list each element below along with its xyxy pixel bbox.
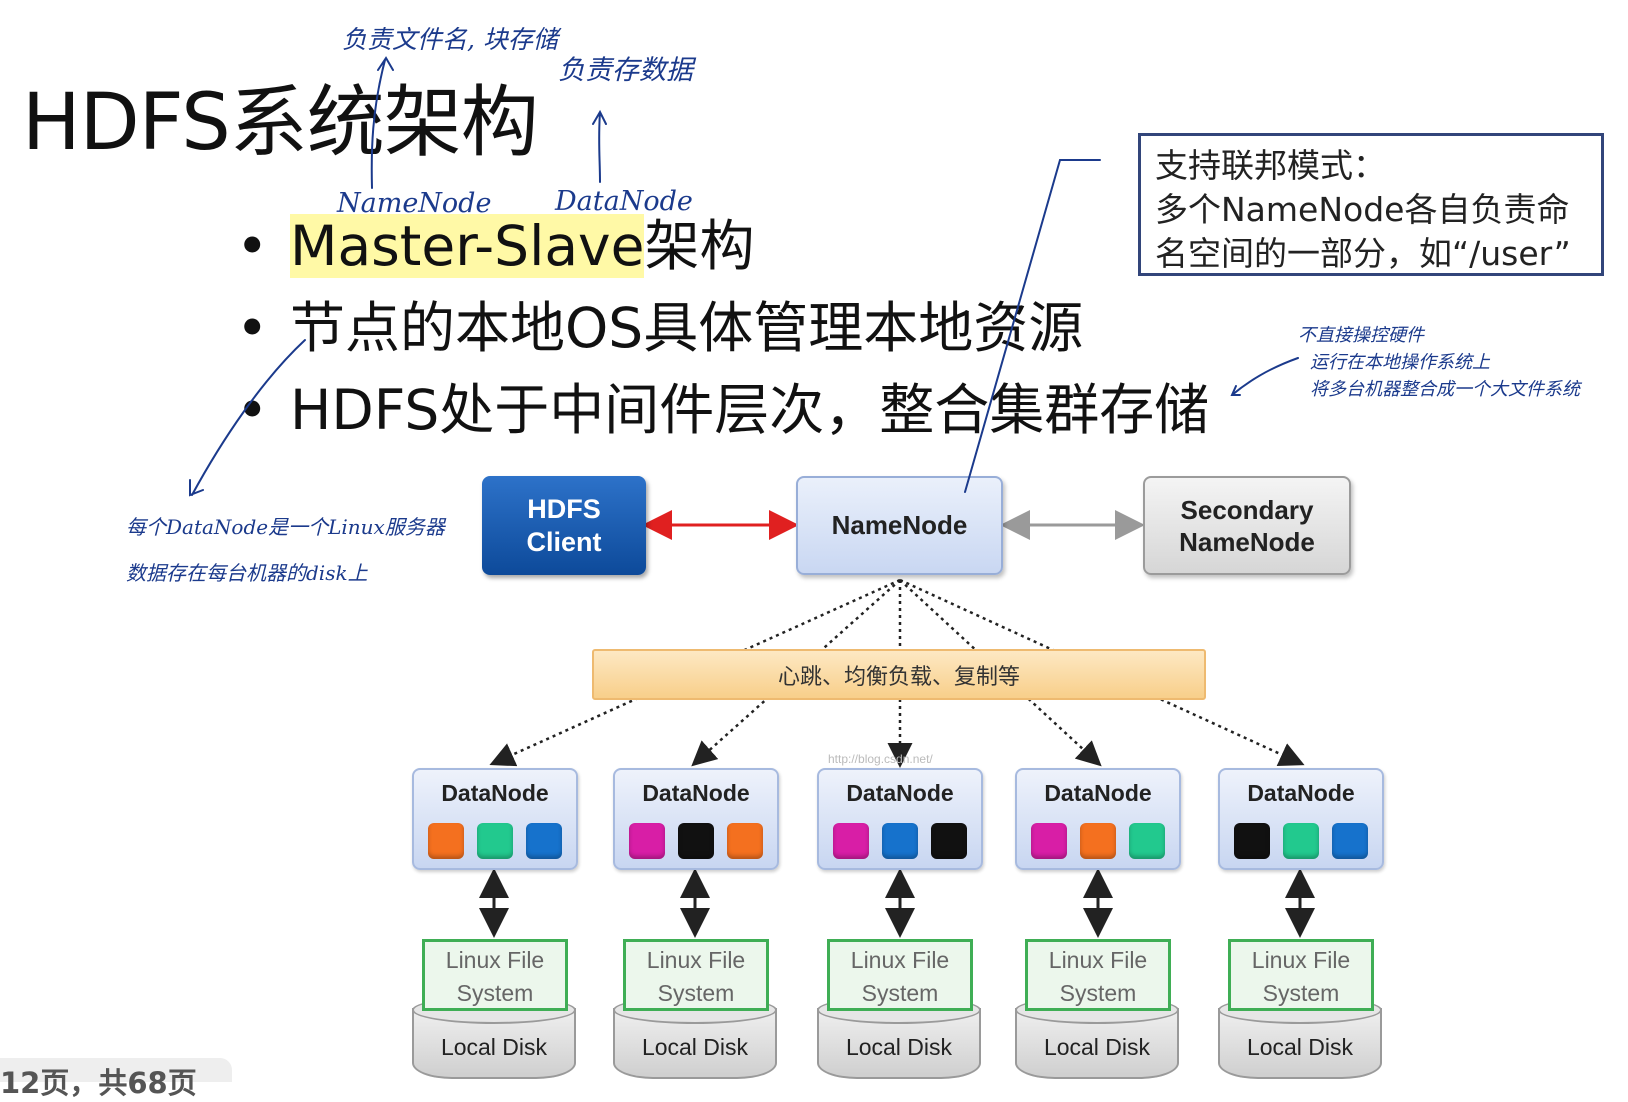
block-row: [414, 823, 576, 859]
data-block: [428, 823, 464, 859]
data-block: [1080, 823, 1116, 859]
data-block: [526, 823, 562, 859]
heartbeat-bar: 心跳、均衡负载、复制等: [592, 649, 1206, 700]
middleware-ink-arrow: [1230, 357, 1299, 396]
datanode-ink-arrow-left: [189, 339, 306, 497]
handwritten-datanode-note: 每个DataNode是一个Linux服务器 数据存在每台机器的disk上: [126, 515, 445, 585]
federation-note: 支持联邦模式： 多个NameNode各自负责命 名空间的一部分，如“/user”: [1138, 133, 1604, 276]
data-block: [931, 823, 967, 859]
page-indicator: 12页，共68页: [0, 1058, 232, 1100]
bullet-master-slave: • Master-Slave架构: [236, 214, 755, 278]
handwritten-middleware-note: 不直接操控硬件 运行在本地操作系统上 将多台机器整合成一个大文件系统: [1298, 325, 1580, 400]
namenode-ink-arrow: [370, 56, 394, 189]
handwritten-datanode-duty: 负责存数据: [558, 55, 693, 86]
ink-strokes: [189, 56, 1299, 497]
block-row: [1220, 823, 1382, 859]
local-disk: Local Disk: [817, 996, 981, 1079]
datanode-5: DataNode: [1218, 768, 1384, 870]
data-block: [1332, 823, 1368, 859]
slide-title: HDFS系统架构: [22, 78, 539, 168]
namenode-node: NameNode: [796, 476, 1003, 575]
datanode-1: DataNode: [412, 768, 578, 870]
handwritten-datanode-label: DataNode: [555, 186, 693, 217]
data-block: [1031, 823, 1067, 859]
bullet-local-os: • 节点的本地OS具体管理本地资源: [236, 296, 1084, 360]
datanode-fs-arrows: [479, 868, 1315, 938]
data-block: [1283, 823, 1319, 859]
handwritten-namenode-duty: 负责文件名, 块存储: [342, 25, 558, 54]
data-block: [727, 823, 763, 859]
data-block: [678, 823, 714, 859]
data-block: [477, 823, 513, 859]
federation-ink-line: [964, 159, 1101, 493]
datanode-2: DataNode: [613, 768, 779, 870]
datanode-ink-arrow: [592, 109, 607, 183]
block-row: [819, 823, 981, 859]
datanode-4: DataNode: [1015, 768, 1181, 870]
data-block: [1129, 823, 1165, 859]
datanode-3: DataNode: [817, 768, 983, 870]
block-row: [1017, 823, 1179, 859]
block-row: [615, 823, 777, 859]
bullet-middleware: • HDFS处于中间件层次，整合集群存储: [236, 378, 1210, 442]
data-block: [629, 823, 665, 859]
data-block: [882, 823, 918, 859]
data-block: [833, 823, 869, 859]
highlighted-text: Master-Slave: [290, 214, 645, 278]
watermark: http://blog.csdn.net/: [828, 752, 933, 766]
handwritten-namenode-label: NameNode: [337, 188, 492, 219]
data-block: [1234, 823, 1270, 859]
bullet-list: • Master-Slave架构 • 节点的本地OS具体管理本地资源 • HDF…: [228, 205, 1209, 451]
